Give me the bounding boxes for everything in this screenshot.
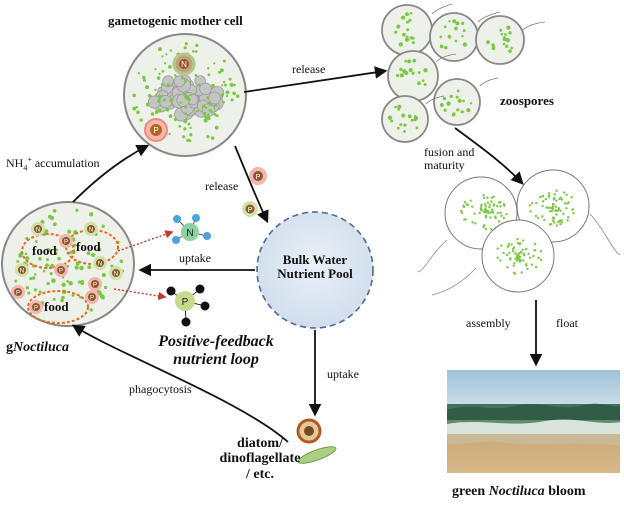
svg-text:P: P bbox=[64, 240, 68, 246]
diatom-icon bbox=[297, 446, 337, 464]
noctiluca-name: Noctiluca bbox=[13, 340, 69, 355]
fused-cells bbox=[417, 169, 621, 296]
diagram-arrows bbox=[71, 66, 543, 443]
arrow-ammonium-accumulation bbox=[72, 144, 150, 203]
dinoflagellate-icon bbox=[296, 418, 322, 444]
svg-text:N: N bbox=[98, 262, 102, 268]
feedback-line-2: nutrient loop bbox=[173, 350, 259, 368]
bloom-photo bbox=[447, 370, 620, 473]
svg-text:N: N bbox=[114, 272, 118, 278]
arrow-phagocytosis bbox=[71, 324, 289, 443]
ammonium-superscript: + bbox=[27, 155, 32, 164]
mother-cell-nutrient-p: P bbox=[144, 118, 168, 142]
zoospore-cluster bbox=[381, 3, 546, 143]
bloom-name: Noctiluca bbox=[488, 484, 545, 499]
bulk-water-pool bbox=[256, 211, 374, 329]
ammonium-subscript: 4 bbox=[23, 163, 28, 173]
svg-text:N: N bbox=[186, 228, 193, 239]
food-vacuole-label-2: food bbox=[76, 239, 101, 254]
ammonium-accumulation-label: NH4+ accumulation bbox=[6, 155, 100, 173]
mother-cell-label: gametogenic mother cell bbox=[108, 13, 243, 28]
svg-text:N: N bbox=[181, 60, 187, 69]
noctiluca-prefix: g bbox=[6, 340, 13, 355]
zoospores-label: zoospores bbox=[500, 93, 554, 108]
phosphate-molecule-icon: P bbox=[166, 284, 210, 327]
prey-line-1: diatom/ bbox=[237, 436, 283, 451]
arrow-fusion-maturity bbox=[454, 127, 524, 185]
phagocytosis-label: phagocytosis bbox=[129, 382, 192, 396]
released-p-particle-1: P bbox=[249, 167, 267, 185]
svg-text:P: P bbox=[34, 306, 38, 312]
noctiluca-label: gNoctiluca bbox=[6, 340, 69, 355]
prey-label: diatom/dinoflagellate/ etc. bbox=[214, 436, 306, 482]
ammonium-suffix: accumulation bbox=[31, 156, 100, 170]
svg-text:N: N bbox=[89, 228, 93, 234]
released-p-particle-2: P bbox=[242, 201, 258, 217]
arrow-release-to-zoospores bbox=[243, 66, 388, 93]
red-arrow-nitrogen-release bbox=[117, 230, 174, 252]
nitrogen-molecule-icon: N bbox=[172, 214, 211, 244]
svg-text:P: P bbox=[153, 126, 158, 135]
bloom-label: green Noctiluca bloom bbox=[452, 484, 586, 499]
prey-line-2: dinoflagellate bbox=[219, 451, 301, 467]
bulk-water-line-2: Nutrient Pool bbox=[277, 266, 353, 282]
svg-text:P: P bbox=[16, 291, 20, 297]
release-mid-label: release bbox=[205, 179, 239, 193]
svg-text:P: P bbox=[256, 174, 261, 181]
release-top-label: release bbox=[292, 62, 326, 76]
fusion-line-1: fusion and bbox=[424, 145, 475, 159]
uptake-down-label: uptake bbox=[327, 367, 359, 381]
bulk-water-line-1: Bulk Water bbox=[282, 252, 348, 267]
prey-line-3: / etc. bbox=[246, 466, 274, 482]
svg-text:N: N bbox=[36, 228, 40, 234]
float-label: float bbox=[556, 316, 578, 330]
food-vacuole-label-3: food bbox=[44, 299, 69, 314]
ammonium-prefix: NH bbox=[6, 156, 24, 170]
svg-text:P: P bbox=[90, 296, 94, 302]
svg-text:P: P bbox=[59, 269, 63, 275]
bloom-suffix: bloom bbox=[544, 484, 586, 499]
food-vacuole-label-1: food bbox=[32, 243, 57, 258]
svg-text:P: P bbox=[182, 297, 189, 308]
fusion-line-2: maturity bbox=[424, 158, 465, 173]
uptake-left-label: uptake bbox=[179, 251, 211, 265]
feedback-line-1: Positive-feedback bbox=[158, 333, 274, 350]
svg-text:P: P bbox=[248, 207, 253, 214]
mother-cell: N P bbox=[123, 33, 247, 157]
arrow-release-to-pool bbox=[234, 145, 269, 224]
noctiluca-nutrient-particles: N N P N N P N P P P P bbox=[11, 222, 123, 314]
red-arrow-phosphate-release bbox=[113, 288, 167, 301]
excretion-arrows bbox=[113, 230, 174, 301]
mother-cell-nutrient-n: N bbox=[172, 52, 196, 76]
bloom-prefix: green bbox=[452, 484, 489, 499]
svg-text:P: P bbox=[93, 283, 97, 289]
assembly-label: assembly bbox=[466, 316, 511, 330]
noctiluca-cell: N N P N N P N P P P P bbox=[1, 201, 135, 327]
svg-text:N: N bbox=[20, 269, 24, 275]
